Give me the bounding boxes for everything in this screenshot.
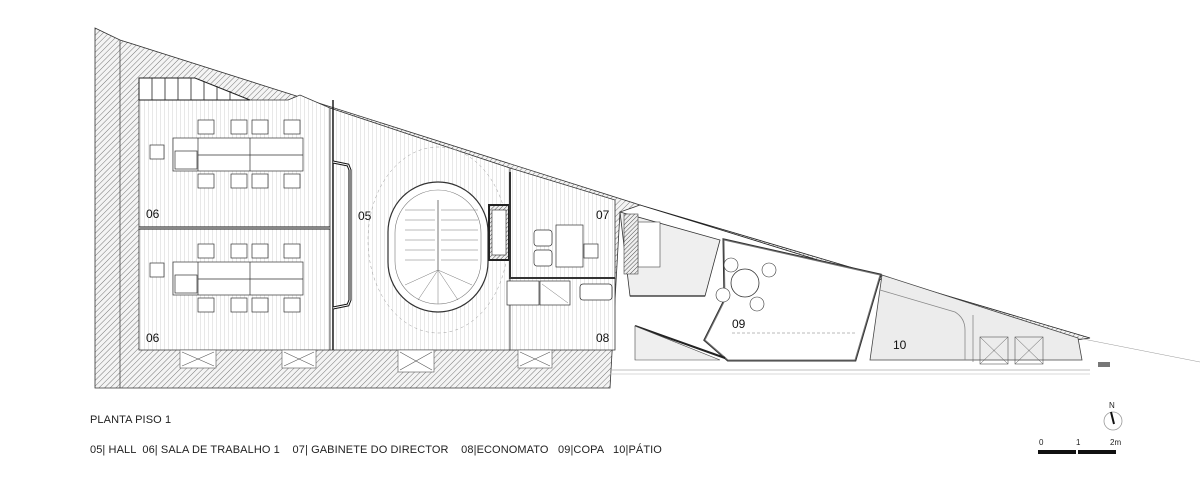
scale-bar: 0 1 2m (1036, 438, 1126, 458)
director-desk (533, 224, 599, 268)
scale-bar-segment-1 (1038, 450, 1076, 454)
plan-title: PLANTA PISO 1 (90, 414, 172, 426)
cabinet-block (488, 204, 510, 261)
room-legend: 05| HALL 06| SALA DE TRABALHO 1 07| GABI… (90, 444, 662, 456)
scale-tick-2m: 2m (1110, 438, 1122, 447)
room-label-08: 08 (596, 331, 610, 345)
desk-cluster-lower (149, 243, 304, 313)
scale-bar-segment-2 (1078, 450, 1116, 454)
room-label-06-lower: 06 (146, 331, 160, 345)
room-label-07: 07 (596, 208, 610, 222)
office-partition (506, 172, 615, 306)
glass-partition (332, 100, 352, 350)
room-label-09: 09 (732, 317, 746, 331)
room-label-06-upper: 06 (146, 207, 160, 221)
north-label: N (1109, 401, 1115, 410)
scale-tick-1: 1 (1076, 438, 1081, 447)
spiral-staircase (367, 146, 509, 334)
room-labels: 06 06 05 07 08 09 10 (146, 207, 907, 352)
floor-plan: 06 06 05 07 08 09 10 (94, 27, 1200, 389)
shelving-unit (138, 77, 251, 101)
north-arrow-icon: N (1100, 400, 1126, 434)
room-label-10: 10 (893, 338, 907, 352)
desk-cluster-upper (149, 119, 304, 189)
room-label-05: 05 (358, 209, 372, 223)
scale-tick-0: 0 (1039, 438, 1044, 447)
right-wing (610, 204, 1200, 375)
bottom-windows (179, 349, 553, 373)
